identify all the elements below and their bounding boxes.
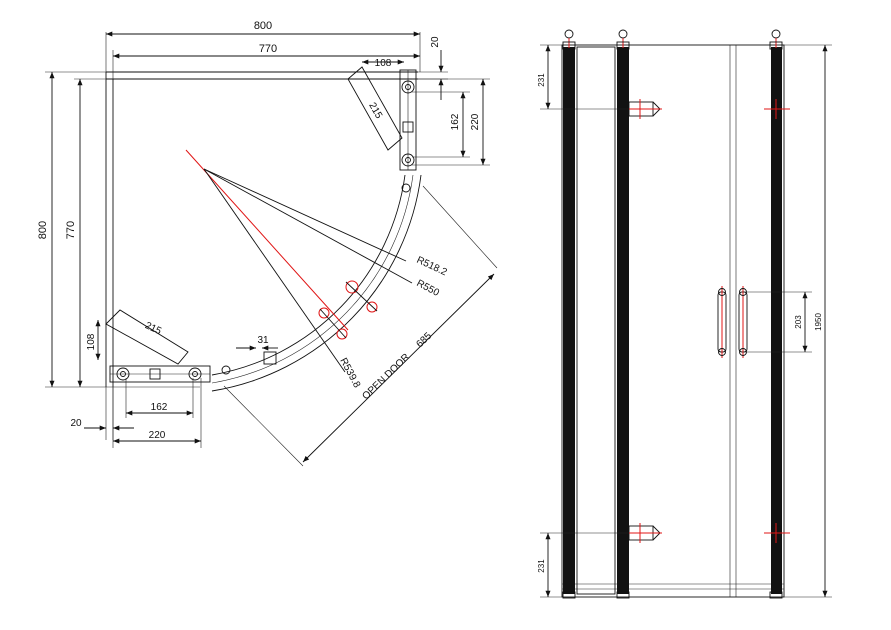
dim-height-inner: 770 bbox=[65, 78, 106, 387]
dim-height-inner-label: 770 bbox=[65, 221, 77, 239]
dim-hinge-bottom-offset-label: 231 bbox=[537, 559, 546, 573]
dim-hinge-bottom-offset: 231 bbox=[537, 532, 629, 598]
top-panel-length-label: 215 bbox=[366, 101, 384, 121]
dim-height-outer: 800 bbox=[37, 71, 106, 388]
dim-offset-top: 20 bbox=[418, 36, 448, 100]
open-door-value: 685 bbox=[414, 330, 434, 350]
dim-hinge-top-large-label: 220 bbox=[470, 113, 481, 130]
dim-hinge-left-small-label: 162 bbox=[151, 402, 168, 413]
top-panel-profile: 108 215 bbox=[347, 58, 417, 171]
dim-hinge-left-large-label: 220 bbox=[149, 430, 166, 441]
dim-hinge-left: 162 220 bbox=[112, 378, 202, 448]
dim-hinge-top-small-label: 162 bbox=[450, 113, 461, 130]
open-door-label: OPEN DOOR bbox=[360, 352, 412, 402]
left-panel-depth-label: 108 bbox=[86, 333, 97, 350]
dim-gap: 31 bbox=[236, 335, 278, 351]
left-panel-profile: 108 215 bbox=[86, 309, 211, 383]
dim-height-outer-label: 800 bbox=[37, 221, 49, 239]
dim-hinge-top: 162 220 bbox=[412, 78, 490, 166]
dim-offset-top-label: 20 bbox=[430, 36, 441, 48]
dim-width-inner: 770 bbox=[112, 43, 420, 79]
dim-open-door: OPEN DOOR 685 bbox=[223, 185, 498, 467]
curved-door bbox=[211, 174, 422, 392]
radius-outer-label: R550 bbox=[415, 278, 442, 299]
dim-hinge-top-offset: 231 bbox=[537, 44, 629, 110]
radius-mid-label: R539.8 bbox=[337, 356, 362, 390]
dim-width-outer: 800 bbox=[105, 20, 421, 72]
dim-hinge-top-offset-label: 231 bbox=[537, 73, 546, 87]
dim-gap-label: 31 bbox=[257, 335, 269, 346]
elevation-hinges bbox=[628, 99, 790, 543]
dim-width-inner-label: 770 bbox=[259, 43, 277, 55]
elevation-frame bbox=[561, 44, 785, 598]
dim-handle-length-label: 203 bbox=[794, 315, 803, 329]
elevation-view: 231 231 203 1950 bbox=[537, 29, 832, 599]
dim-handle-length: 203 bbox=[743, 291, 812, 353]
plan-view: 800 770 800 770 bbox=[37, 20, 498, 467]
elevation-handles bbox=[717, 286, 748, 358]
elevation-bars bbox=[563, 46, 782, 595]
dim-offset-left: 20 bbox=[70, 387, 134, 440]
radius-inner-label: R518.2 bbox=[415, 255, 449, 279]
top-panel-depth-label: 108 bbox=[375, 58, 392, 69]
elevation-caps bbox=[562, 29, 783, 599]
dim-height-total-label: 1950 bbox=[814, 313, 823, 331]
plan-walls bbox=[105, 71, 418, 388]
dim-offset-left-label: 20 bbox=[70, 418, 82, 429]
dim-width-outer-label: 800 bbox=[254, 20, 272, 32]
dim-height-total: 1950 bbox=[784, 44, 832, 598]
